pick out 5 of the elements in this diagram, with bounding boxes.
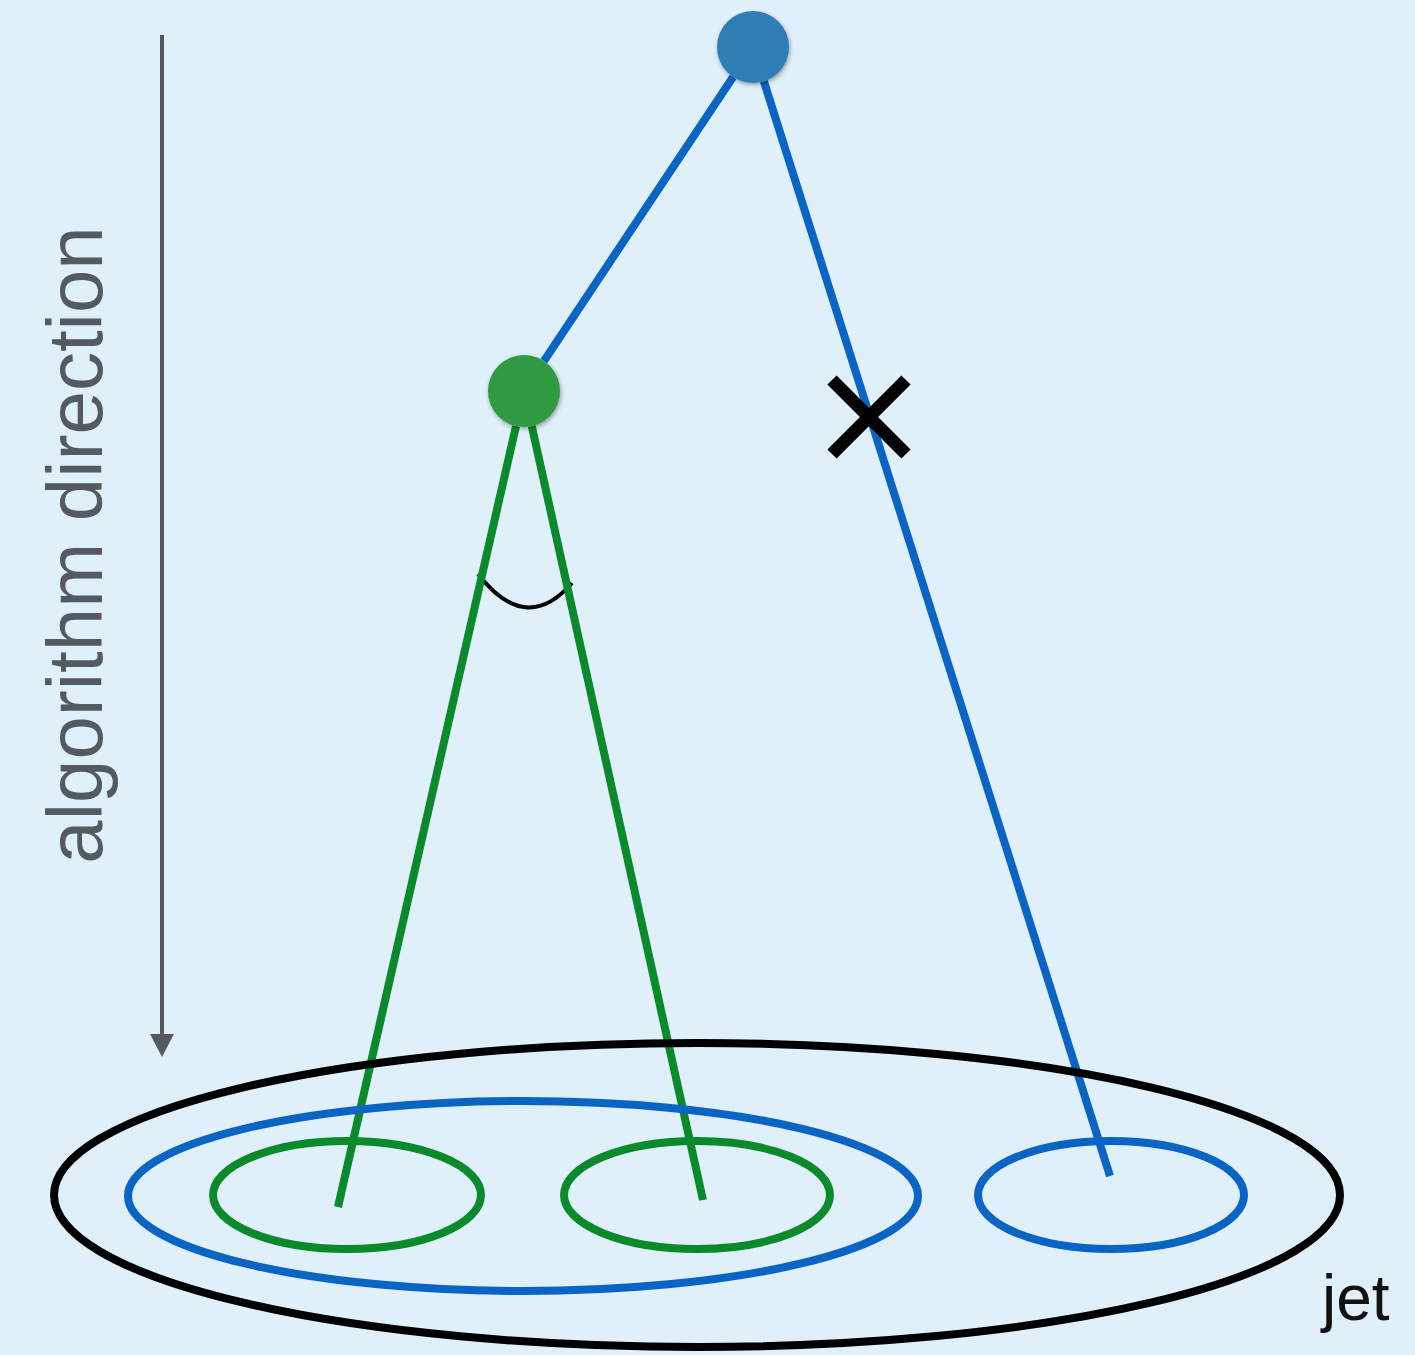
tree-branch [334, 425, 520, 1208]
axis-label: algorithm direction [30, 226, 120, 864]
tree-branch [540, 74, 737, 364]
ellipse-caption: jet [1322, 1262, 1390, 1334]
tree-branch [760, 80, 1114, 1178]
